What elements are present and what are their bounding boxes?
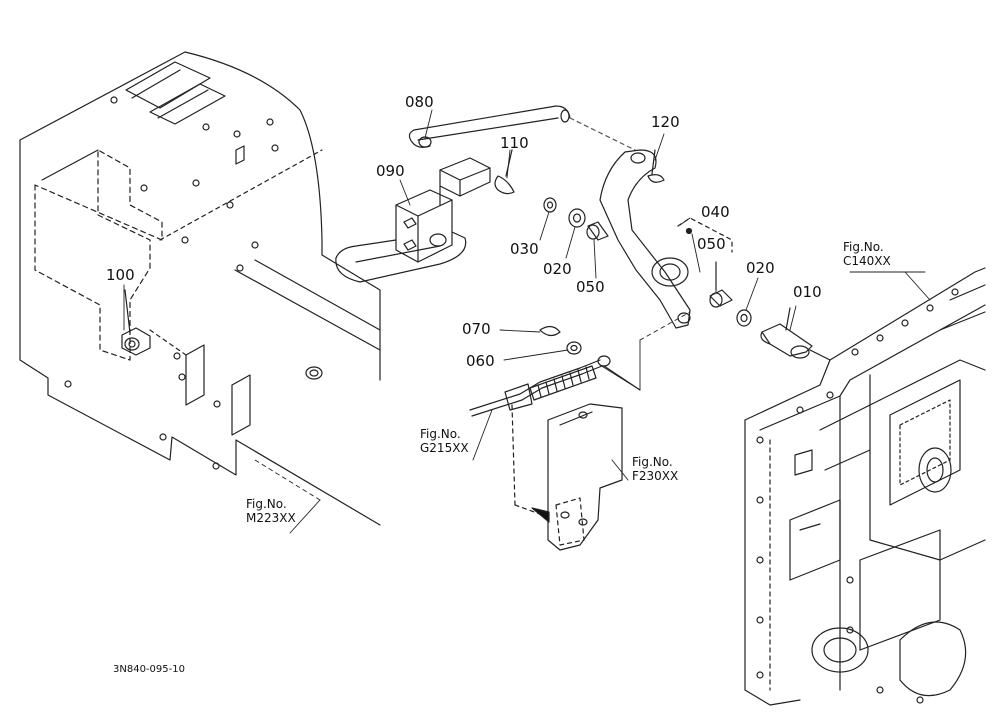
part-label-070: 070 bbox=[462, 320, 491, 338]
part-050b-shape bbox=[710, 262, 732, 307]
part-label-030: 030 bbox=[510, 240, 539, 258]
part-020a-shape bbox=[569, 209, 585, 227]
figure-ref-m223-code: M223XX bbox=[246, 511, 296, 525]
part-label-080: 080 bbox=[405, 93, 434, 111]
part-060-shape bbox=[567, 342, 581, 354]
figure-ref-f230: Fig.No. F230XX bbox=[632, 455, 678, 483]
part-label-090: 090 bbox=[376, 162, 405, 180]
part-label-100: 100 bbox=[106, 266, 135, 284]
part-030-shape bbox=[544, 198, 556, 212]
cable-assembly bbox=[470, 356, 640, 517]
part-040-bracket bbox=[678, 218, 732, 252]
figure-ref-c140-code: C140XX bbox=[843, 254, 891, 268]
figure-ref-m223-prefix: Fig.No. bbox=[246, 497, 287, 511]
part-label-050a: 050 bbox=[697, 235, 726, 253]
part-100-shape bbox=[122, 290, 150, 355]
part-label-050b: 050 bbox=[576, 278, 605, 296]
part-label-120: 120 bbox=[651, 113, 680, 131]
figure-ref-f230-code: F230XX bbox=[632, 469, 679, 483]
figure-ref-g215-code: G215XX bbox=[420, 441, 469, 455]
bracket-plate bbox=[532, 404, 622, 550]
part-label-060: 060 bbox=[466, 352, 495, 370]
part-020b-shape bbox=[737, 310, 751, 326]
figure-ref-f230-prefix: Fig.No. bbox=[632, 455, 673, 469]
figure-ref-m223: Fig.No. M223XX bbox=[246, 497, 296, 525]
figure-ref-c140-prefix: Fig.No. bbox=[843, 240, 884, 254]
part-label-010: 010 bbox=[793, 283, 822, 301]
part-090-shape bbox=[336, 158, 490, 282]
figure-ref-c140: Fig.No. C140XX bbox=[843, 240, 891, 268]
figure-ref-g215-prefix: Fig.No. bbox=[420, 427, 461, 441]
drawing-code: 3N840-095-10 bbox=[113, 664, 185, 675]
part-120-shape bbox=[600, 150, 690, 328]
part-label-110: 110 bbox=[500, 134, 529, 152]
figure-ref-g215: Fig.No. G215XX bbox=[420, 427, 469, 455]
part-070-shape bbox=[540, 326, 560, 335]
part-110-shape bbox=[495, 150, 514, 194]
frame-chassis bbox=[20, 52, 380, 525]
transmission-case bbox=[745, 268, 985, 705]
part-label-020a: 020 bbox=[543, 260, 572, 278]
part-label-040: 040 bbox=[701, 203, 730, 221]
part-010-shape bbox=[761, 308, 812, 358]
part-050a-shape bbox=[587, 222, 608, 240]
part-label-020b: 020 bbox=[746, 259, 775, 277]
leader-lines bbox=[124, 110, 930, 533]
